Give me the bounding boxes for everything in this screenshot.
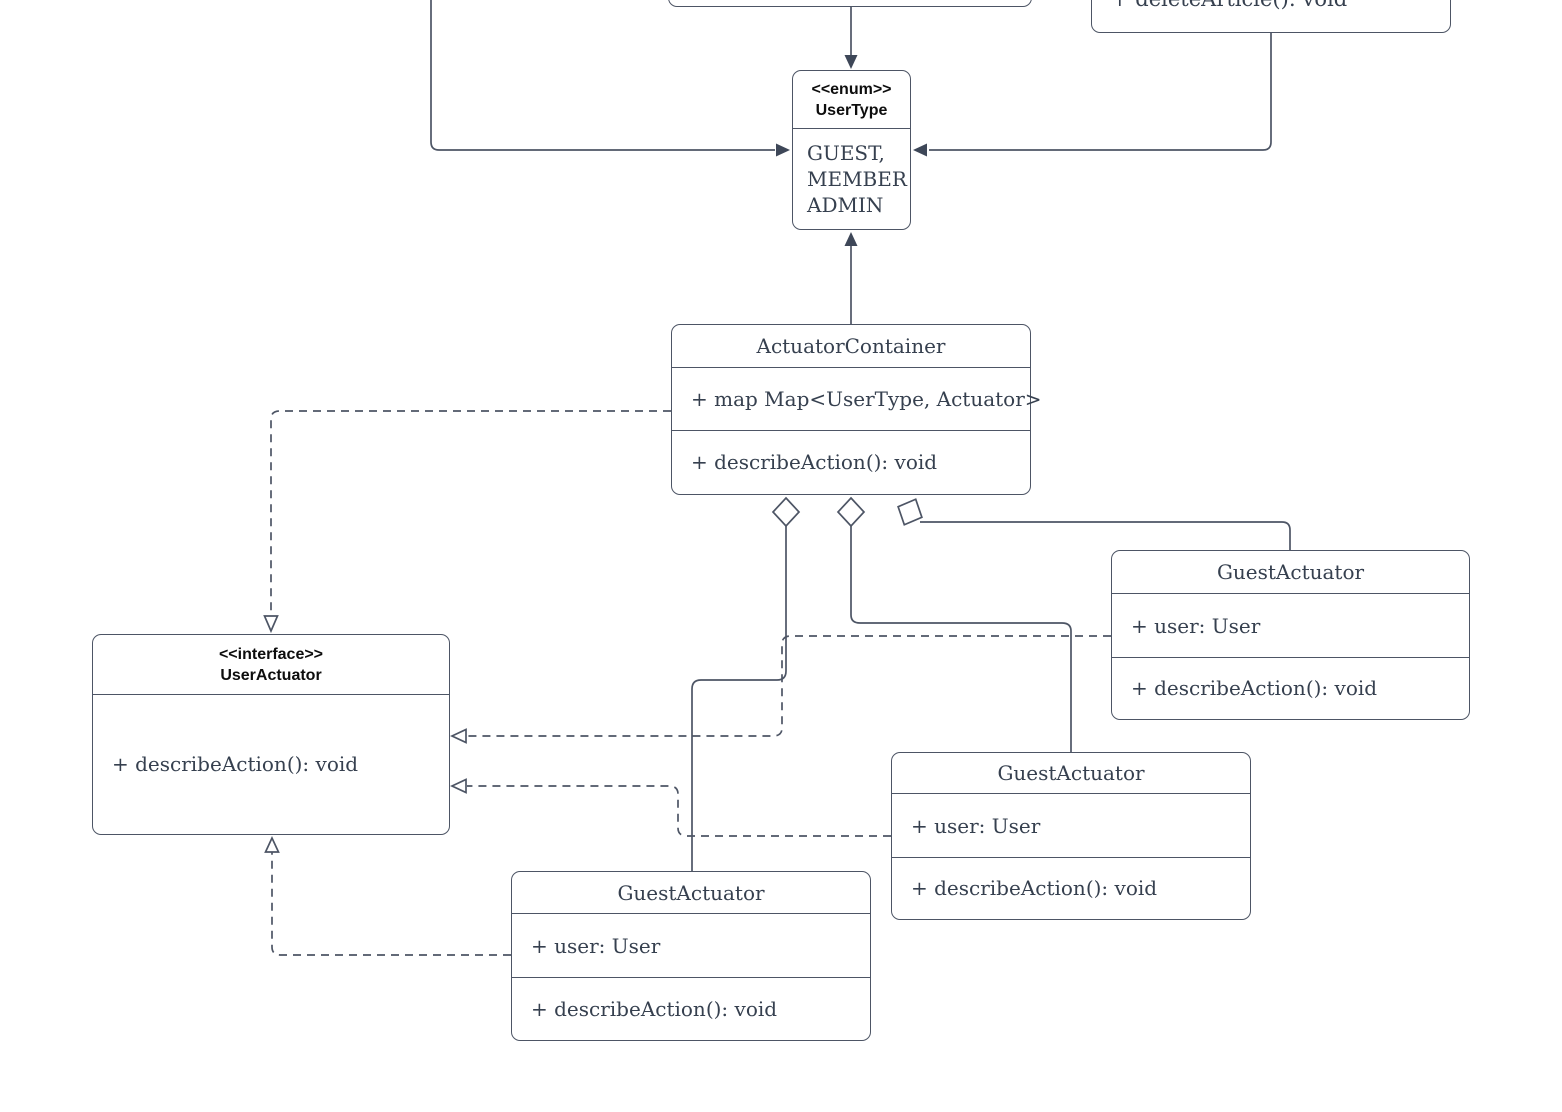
enum-values: GUEST, MEMBER ADMIN [793, 129, 910, 218]
edge-left-to-usertype [430, 0, 775, 151]
class-box-top-partial [668, 0, 1032, 7]
class-attribute: + user: User [892, 794, 1250, 858]
edge-aggregation-guestactuator-bottom [691, 526, 787, 871]
class-method: + describeAction(): void [531, 996, 778, 1021]
edge-dashed-actuatorcontainer-to-useractuator [270, 410, 671, 615]
interface-name: UserActuator [220, 666, 322, 684]
edge-dashed-guestactuator-middle-to-useractuator [467, 785, 891, 837]
edge-dashed-guestactuator-bottom-to-useractuator [271, 852, 511, 956]
diamond-aggregation-1 [771, 496, 801, 528]
class-box-guestactuator-bottom: GuestActuator + user: User + describeAct… [511, 871, 871, 1041]
class-box-guestactuator-middle: GuestActuator + user: User + describeAct… [891, 752, 1251, 920]
class-method: + describeAction(): void [691, 450, 938, 474]
class-method: + deleteArticle(): void [1111, 0, 1347, 11]
enum-value: MEMBER [807, 167, 907, 191]
enum-name: UserType [815, 101, 888, 119]
class-attribute: + user: User [512, 914, 870, 978]
class-method: + describeAction(): void [1131, 676, 1378, 700]
class-box-usertype-enum: <<enum>> UserType GUEST, MEMBER ADMIN [792, 70, 911, 230]
class-title: GuestActuator [1112, 551, 1469, 594]
arrowhead-usertype-left [776, 143, 790, 157]
diamond-aggregation-2 [836, 496, 866, 528]
class-box-guestactuator-right: GuestActuator + user: User + describeAct… [1111, 550, 1470, 720]
class-method: + describeAction(): void [911, 876, 1158, 900]
class-title: GuestActuator [512, 872, 870, 914]
diamond-aggregation-3 [897, 498, 923, 526]
edge-rightbox-to-usertype [929, 33, 1272, 151]
class-title: GuestActuator [892, 753, 1250, 794]
edge-aggregation-guestactuator-right [920, 521, 1291, 550]
triangle-useractuator-bottom [264, 835, 280, 853]
edge-dashed-guestactuator-right-to-useractuator [467, 635, 1111, 737]
class-attribute: + map Map<UserType, Actuator> [672, 368, 1042, 431]
edge-aggregation-guestactuator-middle [850, 526, 1072, 752]
arrowhead-usertype-right [913, 143, 927, 157]
triangle-useractuator-right-lower [449, 778, 467, 794]
class-box-actuator-container: ActuatorContainer + map Map<UserType, Ac… [671, 324, 1042, 495]
class-attribute: + user: User [1112, 594, 1469, 658]
enum-value: GUEST, [807, 141, 885, 165]
class-box-top-right-partial: + deleteArticle(): void [1091, 0, 1451, 33]
class-method: + describeAction(): void [112, 751, 359, 776]
arrowhead-usertype-bottom [844, 232, 858, 246]
enum-stereotype: <<enum>> [811, 80, 892, 98]
class-box-useractuator-interface: <<interface>> UserActuator + describeAct… [92, 634, 450, 835]
enum-value: ADMIN [807, 193, 884, 217]
arrowhead-usertype-top [844, 55, 858, 69]
class-title: ActuatorContainer [672, 325, 1030, 368]
triangle-useractuator-right-upper [449, 728, 467, 744]
interface-stereotype: <<interface>> [218, 645, 324, 663]
triangle-useractuator-top [263, 615, 279, 634]
